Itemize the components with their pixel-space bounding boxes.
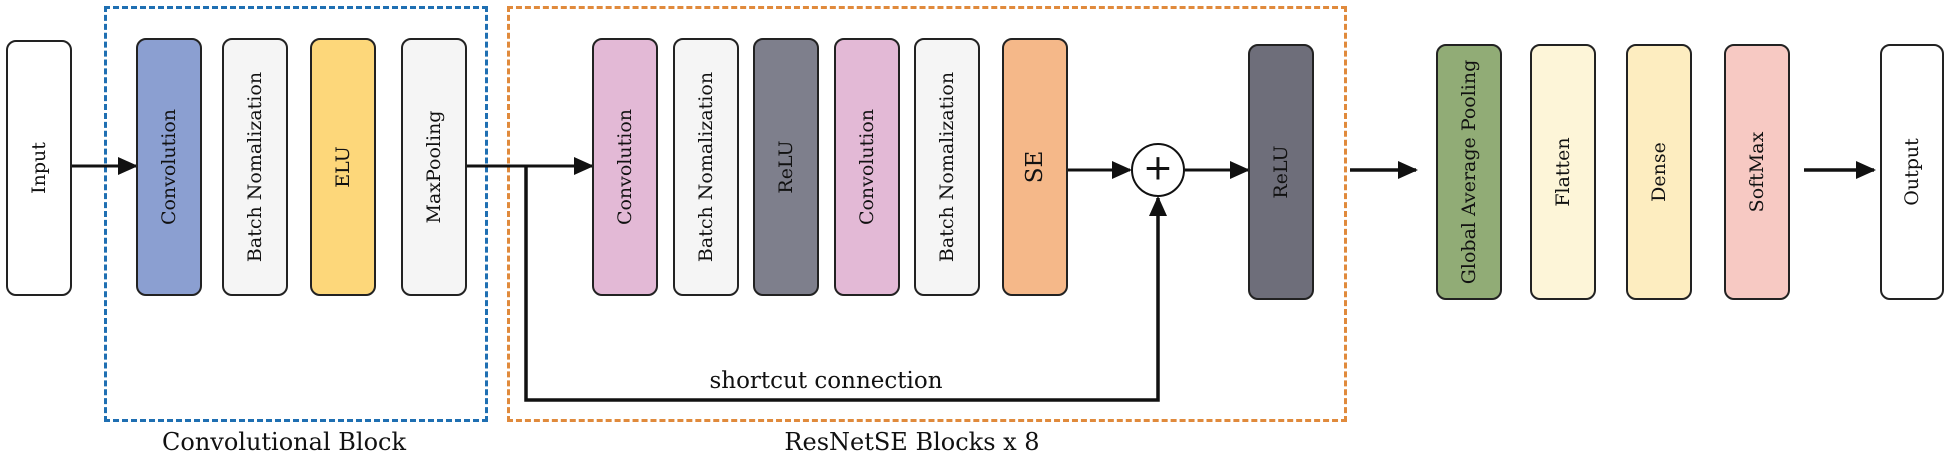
node-global-average-pooling: Global Average Pooling bbox=[1436, 44, 1502, 300]
group-resnetse-blocks bbox=[507, 6, 1347, 422]
node-convolution-1: Convolution bbox=[136, 38, 202, 296]
node-convolution-2: Convolution bbox=[592, 38, 658, 296]
sum-node: + bbox=[1131, 143, 1185, 197]
node-batch-normalization-1: Batch Nomalization bbox=[222, 38, 288, 296]
node-softmax-label: SoftMax bbox=[1746, 131, 1768, 213]
node-convolution-3-label: Convolution bbox=[856, 108, 878, 226]
node-se: SE bbox=[1002, 38, 1068, 296]
node-maxpooling-label: MaxPooling bbox=[423, 110, 445, 224]
node-elu-label: ELU bbox=[332, 146, 354, 188]
node-maxpooling: MaxPooling bbox=[401, 38, 467, 296]
node-relu-1: ReLU bbox=[753, 38, 819, 296]
node-flatten-label: Flatten bbox=[1552, 137, 1574, 207]
node-flatten: Flatten bbox=[1530, 44, 1596, 300]
sum-symbol: + bbox=[1142, 147, 1174, 189]
node-elu: ELU bbox=[310, 38, 376, 296]
node-softmax: SoftMax bbox=[1724, 44, 1790, 300]
node-relu-2-label: ReLU bbox=[1270, 145, 1292, 199]
node-batch-normalization-2-label: Batch Nomalization bbox=[695, 71, 717, 263]
group-label-resnetse-blocks: ResNetSE Blocks x 8 bbox=[784, 428, 1040, 456]
group-convolutional-block bbox=[104, 6, 488, 422]
node-dense-label: Dense bbox=[1648, 142, 1670, 202]
node-batch-normalization-2: Batch Nomalization bbox=[673, 38, 739, 296]
node-input: Input bbox=[6, 40, 72, 296]
shortcut-connection-label: shortcut connection bbox=[709, 368, 943, 394]
node-relu-1-label: ReLU bbox=[775, 140, 797, 194]
node-batch-normalization-3: Batch Nomalization bbox=[914, 38, 980, 296]
node-convolution-3: Convolution bbox=[834, 38, 900, 296]
node-global-average-pooling-label: Global Average Pooling bbox=[1458, 59, 1480, 285]
node-batch-normalization-1-label: Batch Nomalization bbox=[244, 71, 266, 263]
node-convolution-1-label: Convolution bbox=[158, 108, 180, 226]
node-batch-normalization-3-label: Batch Nomalization bbox=[936, 71, 958, 263]
edge-shortcut-connection bbox=[524, 166, 1167, 402]
group-label-convolutional-block: Convolutional Block bbox=[162, 428, 406, 456]
node-se-label: SE bbox=[1022, 150, 1048, 184]
node-dense: Dense bbox=[1626, 44, 1692, 300]
node-output-label: Output bbox=[1901, 138, 1923, 206]
node-relu-2: ReLU bbox=[1248, 44, 1314, 300]
node-input-label: Input bbox=[28, 142, 50, 194]
node-output: Output bbox=[1880, 44, 1944, 300]
node-convolution-2-label: Convolution bbox=[614, 108, 636, 226]
